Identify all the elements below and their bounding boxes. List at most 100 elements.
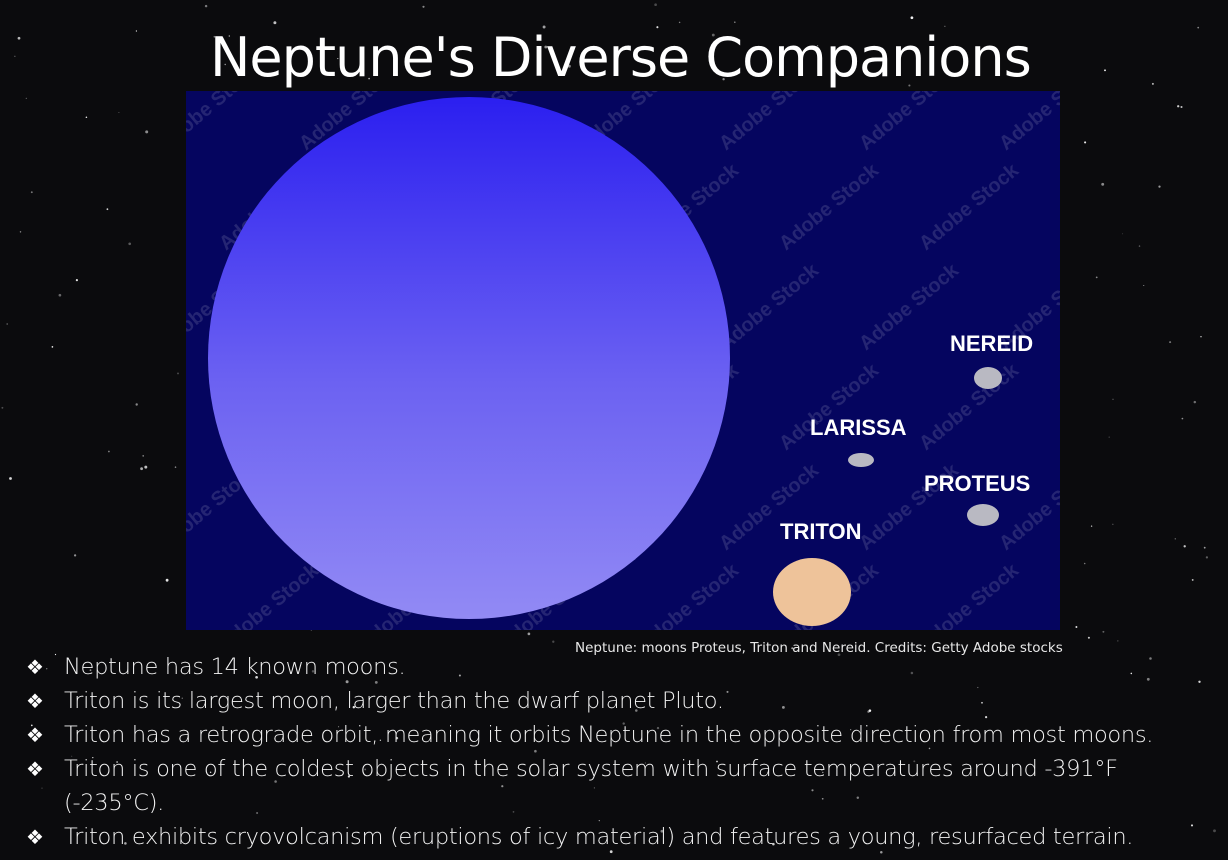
star [85,116,88,118]
star [1146,677,1150,681]
star [51,346,54,348]
star [725,738,728,741]
star [552,640,555,643]
star [338,726,340,728]
star [25,97,27,99]
star [255,675,258,679]
bullet-text: Triton exhibits cryovolcanism (eruptions… [64,824,1134,850]
star [944,25,946,27]
star [534,749,537,753]
star [716,760,718,763]
star [1198,680,1201,683]
star [345,680,349,684]
star [1090,525,1093,527]
bullet-item: ❖ Neptune has 14 known moons. [22,650,1212,684]
star [880,850,883,854]
bullet-text: Triton is one of the coldest objects in … [64,756,1118,816]
star [1102,630,1105,633]
star [981,701,983,704]
star [256,811,259,815]
star [347,775,351,778]
star [209,771,212,774]
star [19,231,22,233]
bullet-text: Triton is its largest moon, larger than … [64,688,724,714]
star [1083,562,1086,565]
star [165,578,169,582]
diamond-bullet-icon: ❖ [26,825,44,849]
star [542,25,546,29]
star [850,729,852,731]
star [811,789,814,792]
star [781,705,785,709]
star [1169,341,1172,344]
star [458,674,461,677]
star [368,77,370,80]
triton-moon [773,558,851,626]
star [30,191,33,194]
proteus-label: PROTEUS [924,471,1030,496]
star [656,726,660,730]
star [292,72,294,73]
star [791,647,794,650]
star [928,747,931,750]
star [1122,233,1124,235]
star [1130,672,1133,675]
star [106,208,109,211]
diamond-bullet-icon: ❖ [26,655,44,679]
star [364,768,367,771]
star [1213,829,1216,833]
star [1191,578,1194,581]
star [108,450,110,453]
star [71,755,73,757]
star [124,842,127,845]
star [1104,69,1106,72]
star [527,632,531,636]
star [822,771,824,774]
star [1084,141,1087,144]
bullet-item: ❖ Triton exhibits cryovolcanism (eruptio… [22,820,1212,854]
star [1183,545,1186,548]
star [1138,245,1141,247]
star [213,35,216,38]
star [598,819,600,822]
star [609,850,613,854]
diamond-bullet-icon: ❖ [26,689,44,713]
neptune-planet [208,97,730,619]
star [374,681,378,684]
star [395,736,399,740]
star [711,33,715,37]
star [1117,640,1119,642]
star [6,323,9,325]
star [1149,657,1152,660]
star [144,465,148,469]
star [544,45,548,49]
star [726,690,729,693]
proteus-moon [967,504,999,526]
image-caption: Neptune: moons Proteus, Triton and Nerei… [575,640,1063,656]
bullet-text: Neptune has 14 known moons. [64,654,406,680]
star [75,279,78,282]
star [311,670,315,673]
star [30,724,33,727]
star [1197,26,1200,29]
star [224,63,226,66]
star [1075,626,1078,628]
star [512,811,515,813]
star [174,466,177,468]
star [1180,105,1183,109]
star [1193,400,1197,404]
star [678,21,681,24]
bullet-item: ❖ Triton is its largest moon, larger tha… [22,684,1212,718]
star [379,739,382,741]
star [128,242,132,246]
nereid-moon [974,367,1002,389]
star [273,21,277,25]
star [177,372,179,375]
star [593,787,595,789]
star [567,64,571,68]
star [821,769,823,771]
star [14,55,16,57]
star [1095,276,1098,279]
